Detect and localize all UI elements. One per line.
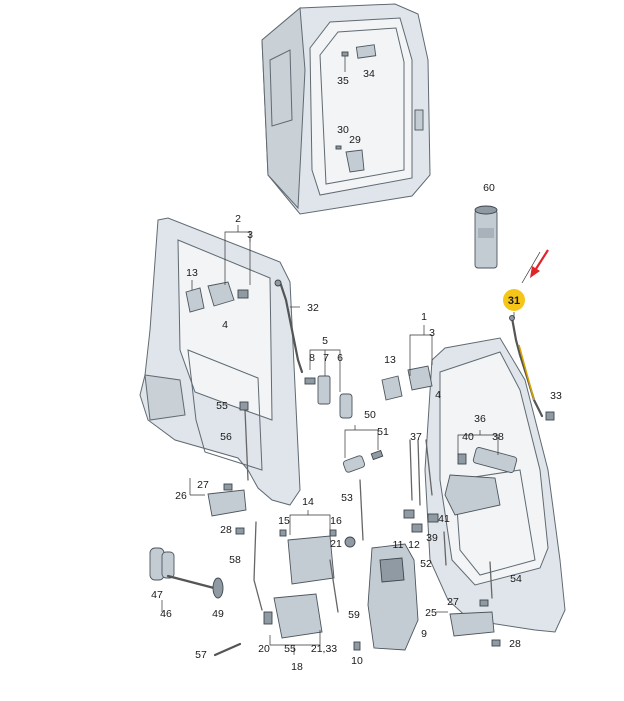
callout-49: 49 [212,608,224,620]
callout-21-33: 21,33 [311,643,337,655]
callout-36: 36 [474,413,486,425]
part-55-56-rod-left [239,401,249,481]
part-59-rod [329,559,339,613]
part-31-cable [509,315,544,418]
red-arrow-icon [530,249,549,278]
part-57-bolt [213,642,242,657]
part-58-rod [253,521,263,611]
callout-33: 33 [550,390,562,402]
callout-34: 34 [363,68,375,80]
callout-8: 8 [309,352,315,364]
part-15-16-screws [279,529,337,537]
callout-37: 37 [410,431,422,443]
callout-4-left: 4 [222,319,228,331]
callout-27-left: 27 [197,479,209,491]
part-36-38-handle-assy [457,447,518,473]
callout-41: 41 [438,513,450,525]
callout-58: 58 [229,554,241,566]
callout-57: 57 [195,649,207,661]
callout-50: 50 [364,409,376,421]
part-41-39-clips [403,509,439,533]
part-10-screw [353,641,361,651]
callout-40: 40 [462,431,474,443]
callout-14: 14 [302,496,314,508]
callout-27-right: 27 [447,596,459,608]
callout-55-upper: 55 [216,400,228,412]
callout-1: 1 [421,311,427,323]
part-14-actuator [287,535,335,585]
part-40-lock-mech [444,474,501,516]
part-6-7-8-latch [304,375,353,419]
van-rear-illustration [261,3,431,215]
part-32-rod [274,279,304,374]
callout-38: 38 [492,431,504,443]
callout-7: 7 [323,352,329,364]
callout-35: 35 [337,75,349,87]
part-21-plug [344,536,356,548]
part-53-rod [359,479,364,541]
callout-16: 16 [330,515,342,527]
callout-13-right: 13 [384,354,396,366]
callout-56: 56 [220,431,232,443]
part-33-bolt [545,411,555,421]
callout-29: 29 [349,134,361,146]
callout-21-upper: 21 [330,538,342,550]
callout-4-right: 4 [435,389,441,401]
part-2-left-lock [207,281,249,307]
callout-26: 26 [175,490,187,502]
callout-51: 51 [377,426,389,438]
callout-31-highlight: 31 [508,295,520,307]
part-52-54-rods [443,531,493,599]
part-37-rods [409,439,433,506]
callout-59: 59 [348,609,360,621]
part-47-46-49-handle-rod [149,547,224,599]
callout-47: 47 [151,589,163,601]
callout-15: 15 [278,515,290,527]
callout-3-left: 3 [247,229,253,241]
part-25-27-28-hinge-right [449,599,501,647]
part-26-27-28-hinge-left [207,483,247,535]
callout-55-lower: 55 [284,643,296,655]
callout-9: 9 [421,628,427,640]
part-30-29-bracket [335,145,365,173]
part-50-51-cylinder [342,449,384,473]
part-13-handle [185,287,205,313]
callout-54: 54 [510,573,522,585]
callout-52: 52 [420,558,432,570]
callout-10: 10 [351,655,363,667]
callout-18: 18 [291,661,303,673]
callout-28-right: 28 [509,638,521,650]
callout-25: 25 [425,607,437,619]
left-sliding-door [139,217,301,506]
part-35-screw [341,51,349,72]
part-60-canister [474,205,498,269]
callout-6: 6 [337,352,343,364]
callout-32: 32 [307,302,319,314]
callout-12: 12 [408,539,420,551]
callout-46: 46 [160,608,172,620]
callout-30: 30 [337,124,349,136]
callout-53: 53 [341,492,353,504]
callout-2: 2 [235,213,241,225]
part-13-right-handle [381,365,433,401]
callout-28-left: 28 [220,524,232,536]
callout-5: 5 [322,335,328,347]
part-11-12-9-lock-housing [367,543,419,651]
callout-39: 39 [426,532,438,544]
callout-3-right: 3 [429,327,435,339]
callout-20: 20 [258,643,270,655]
callout-11: 11 [393,539,404,551]
callout-13-left: 13 [186,267,198,279]
callout-labels: 60 35 34 30 29 2 3 13 4 32 5 8 7 6 55 56… [151,68,562,673]
part-18-20-lock-motor [263,593,323,639]
callout-60: 60 [483,182,495,194]
highlighted-callout-badge[interactable]: 31 [503,289,525,311]
leader-lines [161,225,541,655]
part-34-striker-top [355,44,377,59]
